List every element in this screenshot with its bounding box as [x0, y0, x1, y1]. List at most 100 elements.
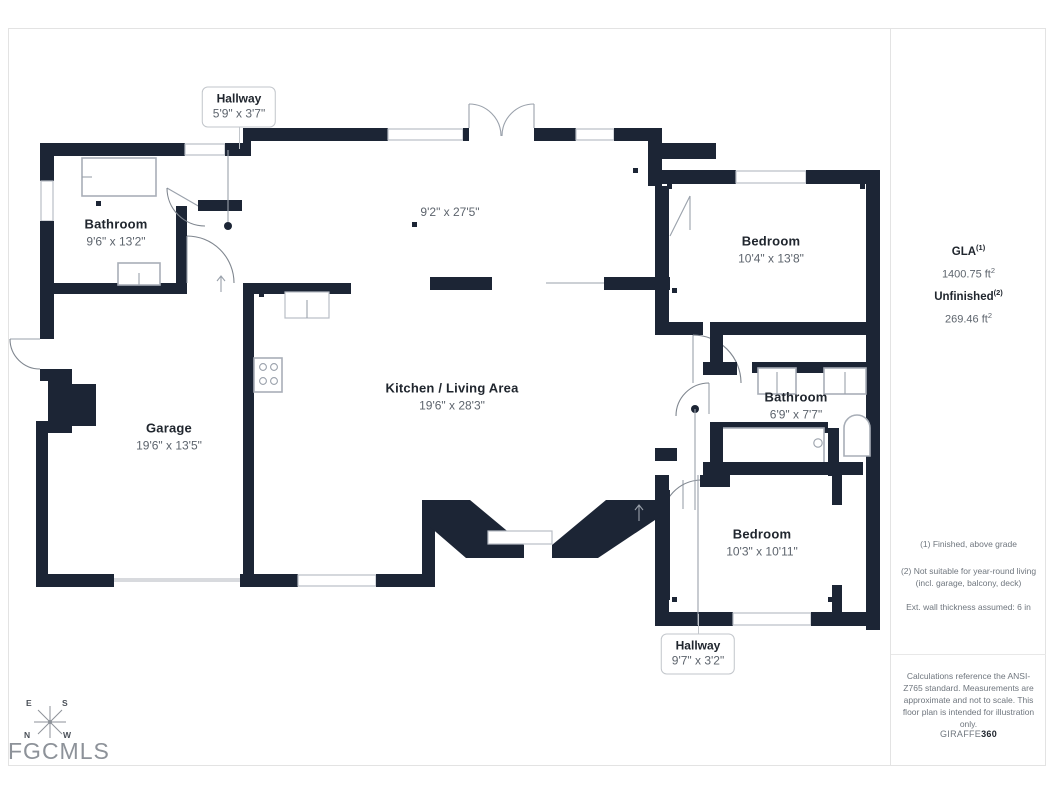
area-unit-sup: 2 — [987, 310, 992, 320]
area-footnote-marker: (1) — [976, 243, 986, 252]
callout-hallway-bottom: Hallway 9'7" x 3'2" — [660, 633, 736, 675]
wall-right-exterior-upper — [866, 170, 880, 470]
utility-line-right-2 — [669, 195, 691, 237]
callout-name: Hallway — [675, 638, 721, 653]
wall-right-wing-h1 — [655, 322, 703, 335]
wall-bottom-4 — [655, 612, 733, 626]
brand-giraffe360: GIRAFFE360 — [891, 729, 1046, 739]
wall-hall-bottom — [198, 200, 242, 211]
wall-right-exterior-lower — [866, 470, 880, 630]
wall-hall-v1 — [710, 322, 723, 368]
door-leaf-hall — [166, 187, 201, 208]
wall-bottom-left — [36, 574, 114, 587]
footnote-wall-thickness: Ext. wall thickness assumed: 6 in — [906, 602, 1031, 612]
wall-seg-b — [463, 128, 469, 141]
fgcmls-logo: FGCMLS — [8, 738, 110, 764]
wall-bed-lower-top — [700, 475, 730, 487]
arrow-hallway-lower — [634, 504, 644, 521]
wall-garage-kitchen — [243, 283, 254, 583]
wall-hall-left — [243, 128, 251, 156]
window-bottom-bed — [732, 612, 812, 626]
callout-name: Hallway — [216, 91, 262, 106]
area-value-gla: 1400.75 ft2 — [891, 263, 1046, 283]
wall-bay-right — [552, 500, 655, 558]
wall-bottom-5 — [811, 612, 880, 626]
fixture-cooktop — [253, 357, 283, 393]
door-swing-french-right — [501, 103, 535, 137]
callout-dimensions: 5'9" x 3'7" — [212, 106, 266, 121]
cooktop-burner-2 — [270, 363, 278, 371]
wall-top-left — [40, 143, 185, 156]
cooktop-burner-3 — [259, 377, 267, 385]
wall-kitchen-top-left — [243, 283, 351, 294]
area-value-unfinished: 269.46 ft2 — [891, 308, 1046, 328]
area-label-unfinished: Unfinished(2) — [891, 285, 1046, 305]
wall-hall-h3 — [760, 322, 870, 335]
wall-top-entry-1 — [243, 128, 388, 141]
callout-leader-hallway-top — [239, 125, 240, 149]
wall-bottom-3 — [376, 574, 434, 587]
wall-hall-h1 — [703, 362, 737, 375]
window-top-entry-2 — [575, 128, 615, 141]
wall-left-4 — [36, 421, 48, 586]
wall-bed-top-1 — [648, 170, 736, 184]
wall-bed-lower-stub-b — [832, 585, 842, 615]
wall-top-entry-3 — [614, 128, 656, 141]
wall-hall-h4 — [655, 448, 677, 461]
area-label-text: Unfinished — [934, 290, 994, 303]
door-swing-hall — [166, 187, 206, 227]
wall-bay-left — [422, 500, 524, 558]
panel-divider-rule — [891, 654, 1046, 655]
floor-plan-drawing: .w { fill:#1c2535; } .wn { fill:none; st… — [9, 103, 880, 630]
wall-top-entry-2 — [534, 128, 576, 141]
panel-divider — [890, 29, 891, 766]
footnote-not-suitable: (2) Not suitable for year-round living (… — [900, 566, 1037, 588]
area-value-text: 1400.75 ft — [941, 268, 991, 281]
garage-block-b — [48, 384, 96, 426]
area-label-gla: GLA(1) — [891, 240, 1046, 260]
wall-bath2-bottom — [703, 462, 863, 475]
wall-bath-right-upper — [176, 206, 187, 228]
garage-door — [114, 578, 240, 582]
area-footnote-marker: (2) — [993, 288, 1003, 297]
wall-closet-top — [752, 362, 870, 373]
disclaimer-text: Calculations reference the ANSI-Z765 sta… — [902, 671, 1035, 729]
callout-dimensions: 9'7" x 3'2" — [671, 653, 725, 668]
wall-right-step-h — [648, 143, 716, 159]
window-bed-upper — [735, 170, 807, 184]
area-value-text: 269.46 ft — [945, 313, 988, 326]
window-left-bath — [40, 180, 54, 222]
wall-bed-lower-left — [660, 490, 670, 600]
wall-bed-lower-stub-a — [832, 475, 842, 505]
window-top-left — [184, 143, 226, 156]
wall-bath2-left — [710, 422, 723, 470]
window-top-entry — [387, 128, 464, 141]
area-block-gla: GLA(1) 1400.75 ft2 — [891, 240, 1046, 282]
area-label-text: GLA — [951, 245, 977, 258]
wall-bath2-right — [828, 428, 839, 476]
fixture-bathtub-drain-2 — [813, 438, 823, 448]
door-swing-bath — [186, 235, 235, 284]
floor-plan-svg: .w { fill:#1c2535; } .wn { fill:none; st… — [9, 103, 880, 630]
area-block-unfinished: Unfinished(2) 269.46 ft2 — [891, 285, 1046, 327]
wall-end-ticks — [96, 168, 865, 602]
fixture-bathtub-second — [715, 427, 825, 467]
wall-seg-a — [225, 143, 243, 156]
wall-bottom-2 — [240, 574, 298, 587]
area-unit-sup: 2 — [990, 265, 996, 275]
window-bottom-garage — [297, 574, 377, 587]
compass-label-w: W — [63, 730, 72, 740]
door-swing-bath2 — [675, 382, 710, 417]
callout-hallway-top: Hallway 5'9" x 3'7" — [201, 86, 277, 128]
fixture-toilet — [843, 414, 871, 457]
info-panel: GLA(1) 1400.75 ft2 Unfinished(2) 269.46 … — [891, 29, 1046, 766]
door-swing-garage-side — [9, 338, 41, 370]
brand-name: GIRAFFE — [939, 729, 982, 739]
wall-right-wing-v1 — [655, 186, 669, 294]
counter-right — [604, 277, 670, 290]
arrow-hallway-upper — [216, 275, 226, 292]
brand-suffix: 360 — [981, 729, 998, 739]
fixture-bathtub-main — [81, 157, 157, 197]
compass-label-e: E — [26, 698, 32, 708]
